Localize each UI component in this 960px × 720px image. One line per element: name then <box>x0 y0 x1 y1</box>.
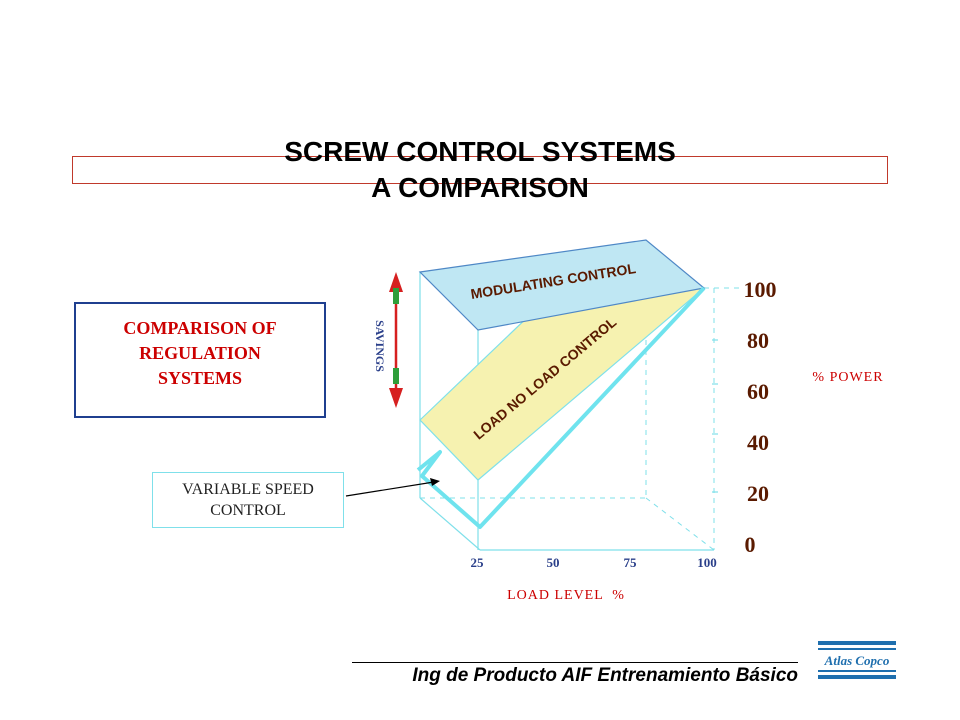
comparison-line-2: REGULATION <box>139 343 261 363</box>
power-tick-60: 60 <box>747 379 769 404</box>
load-axis-title: LOAD LEVEL % <box>507 588 625 603</box>
savings-label: SAVINGS <box>373 320 387 372</box>
box-bottom-left-edge <box>419 497 481 551</box>
page-title: SCREW CONTROL SYSTEMS A COMPARISON <box>160 134 800 206</box>
comparison-text: COMPARISON OF REGULATION SYSTEMS <box>74 316 326 391</box>
savings-arrow-down-head <box>389 388 403 408</box>
power-tick-100: 100 <box>744 277 777 302</box>
atlas-copco-logo: Atlas Copco <box>818 641 896 679</box>
comparison-line-3: SYSTEMS <box>157 368 243 388</box>
power-tick-20: 20 <box>747 481 769 506</box>
load-axis: 25 50 75 100 <box>471 555 717 570</box>
power-axis: 100 80 60 40 20 0 <box>744 277 777 557</box>
logo-stripe-3 <box>818 670 896 672</box>
variable-speed-line-1: VARIABLE SPEED <box>182 481 314 498</box>
load-tick-50: 50 <box>547 555 560 570</box>
power-tick-0: 0 <box>745 532 756 557</box>
logo-bottom-stripe <box>818 675 896 679</box>
footer-text: Ing de Producto AIF Entrenamiento Básico <box>412 665 798 686</box>
variable-speed-line <box>416 286 706 529</box>
savings-arrow-top-marker <box>393 288 399 304</box>
title-line-1: SCREW CONTROL SYSTEMS <box>284 136 676 167</box>
logo-text: Atlas Copco <box>824 653 890 668</box>
power-tick-marks <box>712 339 718 493</box>
box-dashed-lines <box>420 287 742 551</box>
comparison-box <box>74 302 326 418</box>
variable-speed-pointer <box>345 481 435 497</box>
savings-arrow <box>389 272 403 408</box>
variable-speed-pointer-head <box>430 478 440 486</box>
load-tick-100: 100 <box>697 555 717 570</box>
savings-arrow-bottom-marker <box>393 368 399 384</box>
load-tick-75: 75 <box>624 555 638 570</box>
variable-speed-box <box>152 472 344 528</box>
comparison-line-1: COMPARISON OF <box>123 318 277 338</box>
title-decoration-bar <box>72 156 888 184</box>
variable-speed-text: VARIABLE SPEED CONTROL <box>152 479 344 521</box>
logo-top-stripe <box>818 641 896 645</box>
logo-stripe-2 <box>818 648 896 650</box>
title-line-2: A COMPARISON <box>371 172 589 203</box>
footer-rule <box>352 662 798 663</box>
power-tick-40: 40 <box>747 430 769 455</box>
load-tick-25: 25 <box>471 555 485 570</box>
load-no-load-band <box>419 287 706 481</box>
savings-arrow-up-head <box>389 272 403 292</box>
power-tick-80: 80 <box>747 328 769 353</box>
variable-speed-line-2: CONTROL <box>210 502 286 519</box>
box-right-bottom-dashed <box>645 497 715 551</box>
power-axis-title: % POWER <box>812 370 883 385</box>
